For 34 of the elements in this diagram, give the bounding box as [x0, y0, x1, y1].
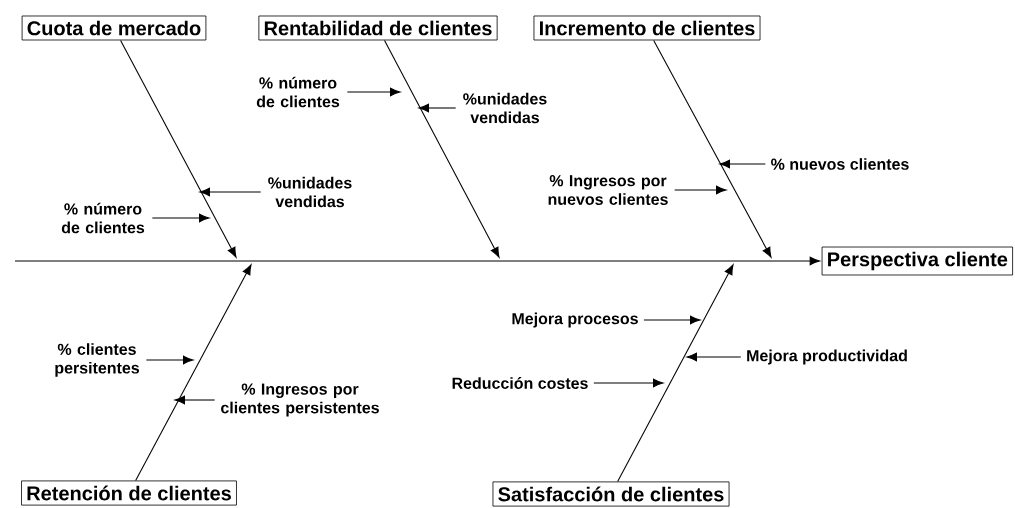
cause-label: % Ingresos por nuevos clientes	[548, 175, 668, 205]
bone-arrow	[384, 39, 500, 258]
arrow	[674, 185, 727, 195]
arrow	[719, 159, 766, 169]
arrow	[643, 315, 701, 325]
cause-label: % número de clientes	[61, 202, 145, 234]
bone-arrow	[653, 39, 772, 258]
cause-label: Mejora productividad	[747, 349, 907, 365]
arrow	[686, 352, 742, 362]
arrow	[174, 395, 216, 405]
category-box: Retención de clientes	[21, 480, 237, 506]
bone-arrow	[135, 264, 252, 482]
arrow	[151, 213, 210, 223]
category-box: Cuota de mercado	[21, 15, 207, 41]
bone-arrow	[120, 39, 237, 258]
category-box: Satisfacción de clientes	[492, 481, 730, 507]
category-box: Rentabilidad de clientes	[258, 15, 498, 41]
cause-label: % clientes persitentes	[55, 343, 139, 377]
category-box: Incremento de clientes	[533, 15, 761, 41]
effect-box: Perspectiva cliente	[821, 246, 1013, 276]
spine-arrow	[14, 256, 821, 266]
cause-label: Reducción costes	[452, 377, 588, 389]
cause-label: % nuevos clientes	[771, 158, 909, 170]
cause-label: Mejora procesos	[512, 312, 638, 328]
cause-label: % Ingresos por clientes persistentes	[221, 383, 379, 417]
bone-arrow	[617, 264, 734, 483]
arrow	[346, 87, 401, 97]
arrow	[145, 355, 194, 365]
cause-label: %unidades vendidas	[268, 176, 352, 208]
arrow	[418, 103, 457, 113]
arrow	[593, 378, 664, 388]
arrow	[199, 187, 262, 197]
cause-label: % número de clientes	[256, 76, 340, 108]
cause-label: %unidades vendidas	[463, 92, 547, 124]
